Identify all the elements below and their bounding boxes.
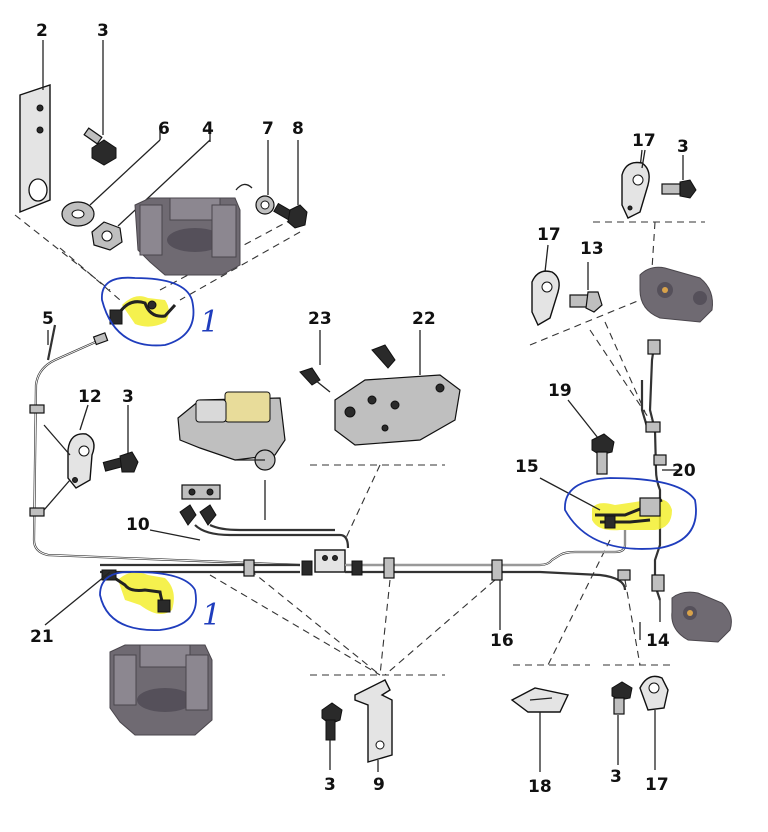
nut-part-4 [91,139,211,251]
callout-19: 19 [548,381,572,401]
upper-brake-hose-highlighted [101,276,195,347]
callout-15: 15 [515,457,539,477]
callout-3-top: 3 [97,21,109,41]
callout-12: 12 [78,387,102,407]
bolt-part-3-left [102,405,139,473]
callout-23: 23 [308,309,332,329]
brake-line-part-5 [29,324,301,567]
brake-caliper-top [134,197,241,276]
blue-ink-circle-upper [101,276,195,347]
callout-3-right: 3 [677,137,689,157]
bracket-part-9 [354,679,393,772]
bolt-part-3-bottom-right [611,681,633,765]
bolt-part-3-top [83,40,117,166]
clip-part-12 [43,404,95,511]
callout-8: 8 [292,119,304,139]
callout-3-bottom: 3 [324,775,336,795]
callout-18: 18 [528,777,552,797]
blue-ink-circle-lower [99,571,197,631]
callout-20: 20 [672,461,696,481]
brake-caliper-bottom [109,644,213,736]
blue-ink-circle-right [564,477,697,550]
master-cylinder [177,391,286,471]
bolt-part-3-bottom [321,702,343,770]
callout-22: 22 [412,309,436,329]
callout-6: 6 [158,119,170,139]
handwritten-1-upper: 1 [200,305,219,340]
callout-3-left: 3 [122,387,134,407]
callout-9: 9 [373,775,385,795]
seal-part-7 [235,140,275,215]
callout-17-top: 17 [632,131,656,151]
clip-part-17-mid [531,244,560,326]
dashed-guide-lines [14,214,705,676]
callout-17-mid: 17 [537,225,561,245]
valve-part-22 [334,330,461,446]
rear-brake-line-part-20 [640,339,678,622]
bolt-part-8 [273,140,308,229]
washer-part-6 [61,139,161,227]
handwritten-annotations: 1 1 [200,305,221,633]
clip-part-17-bottom [639,675,669,770]
junction-block [314,549,346,573]
clip-part-17-top [621,149,650,219]
mounting-plate-part-2 [19,40,51,214]
callout-16: 16 [490,631,514,651]
fitting-block-part-10 [149,480,350,549]
wheel-cylinder-lower [671,591,732,643]
fitting-part-13 [569,262,603,313]
callout-5: 5 [42,309,54,329]
callout-10: 10 [126,515,150,535]
callout-14: 14 [646,631,670,651]
lower-brake-hose-highlighted [44,569,197,631]
callout-labels: 2 3 6 4 7 8 5 12 3 10 21 23 22 17 3 17 1… [30,21,696,797]
callout-17-bottom: 17 [645,775,669,795]
bolt-part-3-right [661,155,697,199]
clip-part-18 [510,687,570,772]
bolt-part-19 [567,399,615,475]
wheel-cylinder-upper [639,266,713,323]
callout-3-bottom-right: 3 [610,767,622,787]
callout-21: 21 [30,627,54,647]
callout-13: 13 [580,239,604,259]
callout-7: 7 [262,119,274,139]
tee-fitting-part-15-highlighted [539,477,697,550]
callout-2: 2 [36,21,48,41]
main-brake-lines [100,530,631,630]
label-leaders [159,128,646,640]
bolt-part-23 [299,330,331,393]
callout-4: 4 [202,119,214,139]
handwritten-1-lower: 1 [202,598,221,633]
